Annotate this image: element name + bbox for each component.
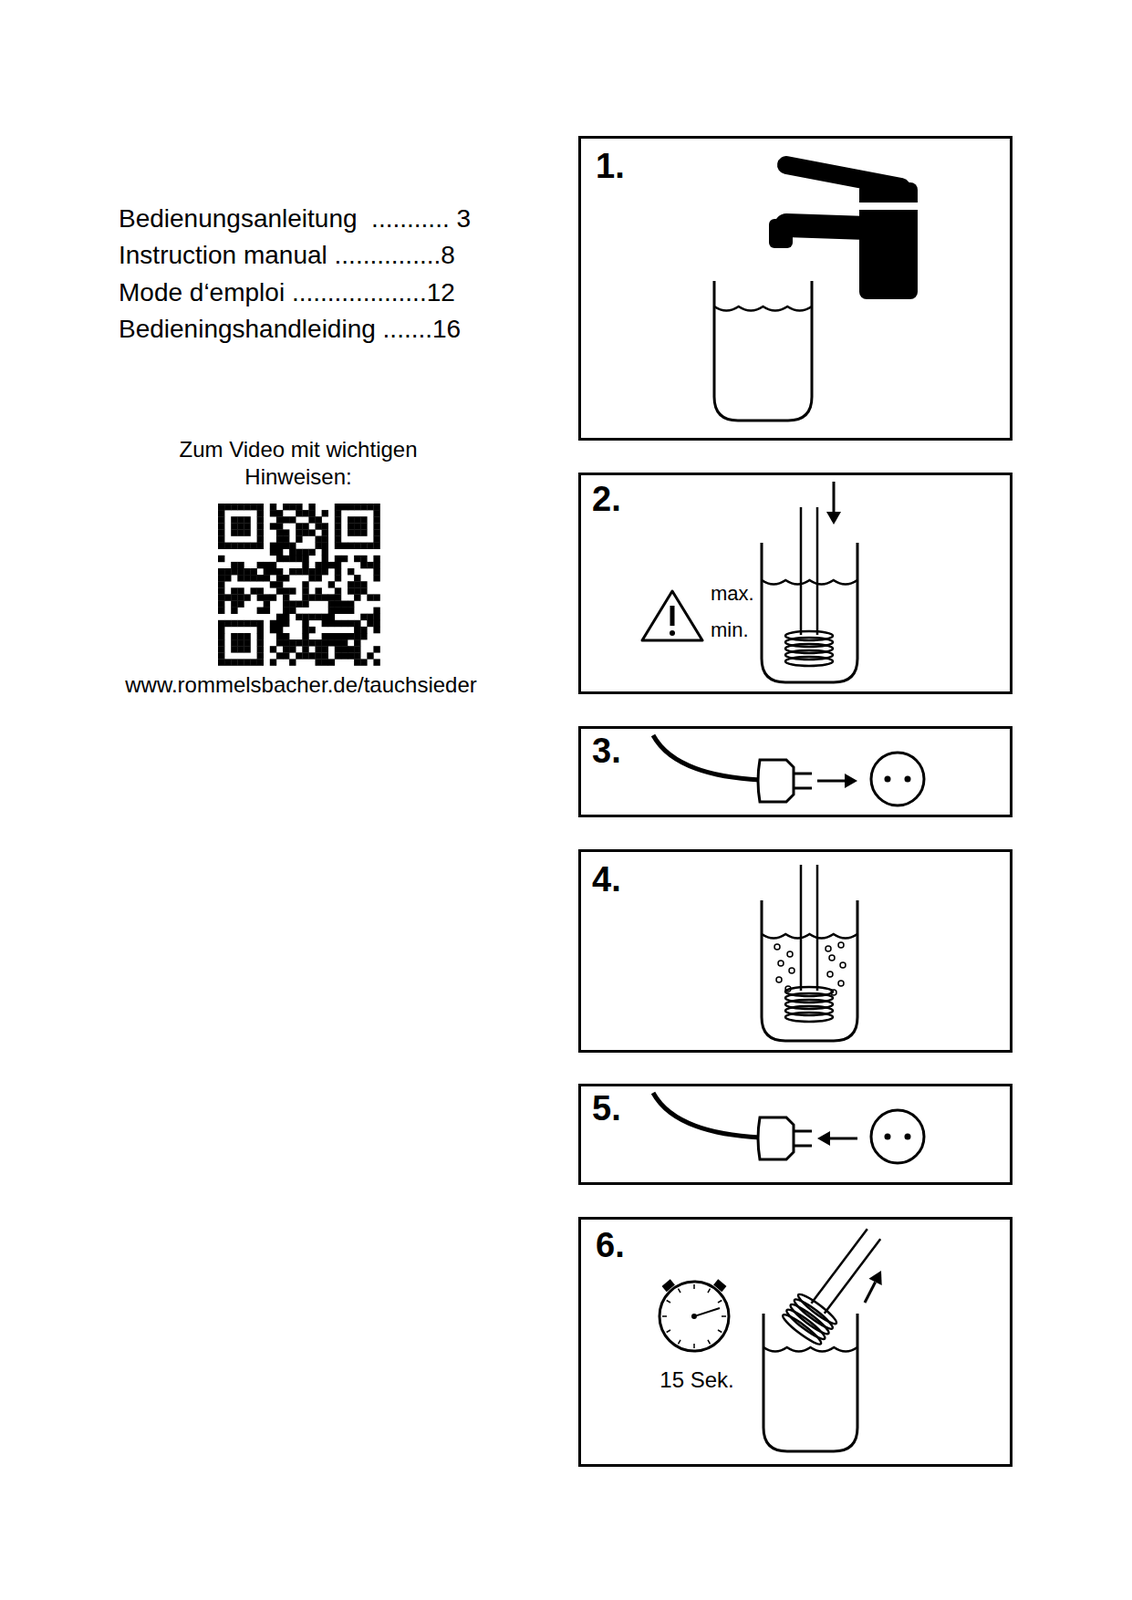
unplug-illustration bbox=[653, 1092, 925, 1164]
panel-label: max. bbox=[710, 582, 755, 605]
immersion-heater bbox=[785, 864, 833, 1022]
remove-illustration bbox=[659, 1219, 894, 1452]
panel-label: min. bbox=[710, 619, 749, 642]
panel-label: 15 Sek. bbox=[659, 1368, 734, 1392]
step-panel: 2. max. min. bbox=[578, 472, 1013, 695]
immersion-heater bbox=[779, 1219, 893, 1348]
plug-in-illustration bbox=[653, 735, 925, 806]
qr-code bbox=[218, 503, 381, 666]
step-panel: 1. bbox=[578, 135, 1013, 441]
glass bbox=[761, 542, 858, 683]
step-number: 1. bbox=[595, 147, 625, 187]
water-surface bbox=[714, 306, 812, 312]
web-address: www.rommelsbacher.de/tauchsieder bbox=[124, 671, 478, 699]
step-number: 5. bbox=[591, 1090, 622, 1129]
water-surface bbox=[763, 1347, 858, 1352]
qr-caption: Zum Video mit wichtigen Hinweisen: bbox=[175, 436, 422, 491]
step-number: 2. bbox=[591, 480, 622, 520]
toc-entry: Bedieningshandleiding .......16 bbox=[118, 312, 461, 345]
step-panel: 4. bbox=[578, 849, 1013, 1053]
glass bbox=[761, 900, 858, 1041]
toc-entry: Bedienungsanleitung ........... 3 bbox=[118, 202, 471, 235]
step-panel: 3. bbox=[578, 726, 1013, 818]
water-surface bbox=[761, 934, 858, 939]
step-number: 4. bbox=[591, 861, 622, 900]
insert-illustration bbox=[642, 481, 858, 683]
warning-symbol bbox=[642, 591, 703, 641]
toc-entry: Instruction manual ...............8 bbox=[118, 238, 456, 271]
immersion-heater bbox=[785, 507, 833, 666]
step-number: 3. bbox=[591, 732, 622, 771]
step-number: 6. bbox=[595, 1226, 625, 1266]
stopwatch bbox=[659, 1278, 729, 1351]
faucet-illustration bbox=[714, 165, 920, 421]
water-surface bbox=[761, 580, 858, 585]
toc-entry: Mode d‘emploi ...................12 bbox=[118, 276, 456, 309]
step-panel: 6. 15 Sek. bbox=[578, 1216, 1013, 1467]
boiling-illustration bbox=[761, 864, 858, 1041]
glass bbox=[714, 280, 812, 421]
step-panel: 5. bbox=[578, 1083, 1013, 1185]
